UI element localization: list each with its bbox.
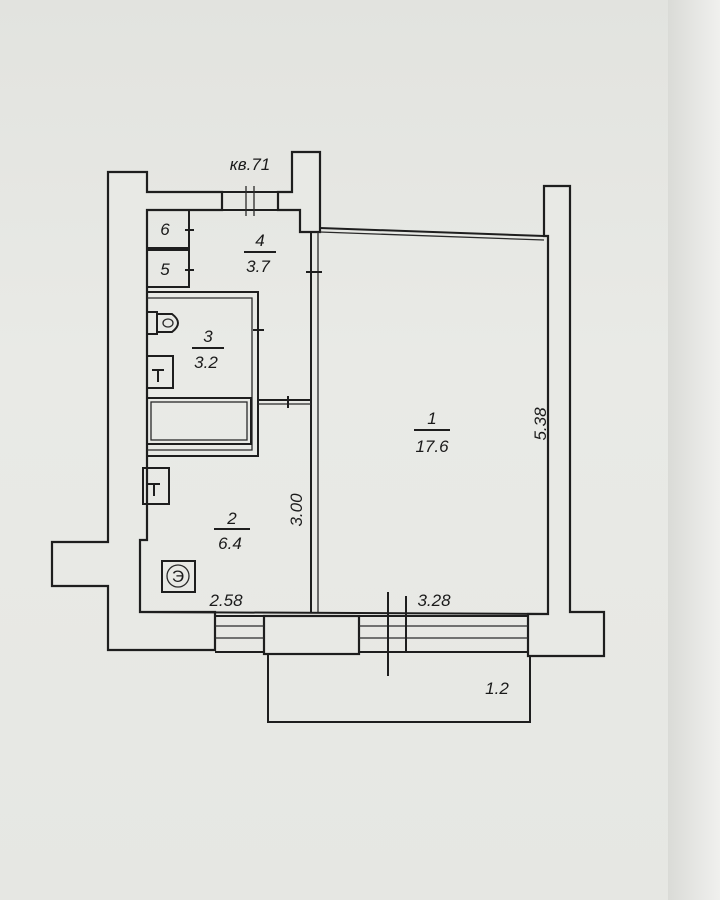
bathtub-icon — [146, 397, 252, 445]
walls — [50, 150, 606, 658]
room-5-number: 5 — [160, 260, 170, 279]
room-4-number: 4 — [255, 231, 264, 250]
balcony-outline — [267, 654, 531, 723]
dim-room1-width: 3.28 — [417, 591, 451, 610]
entry-jamb-wall — [276, 150, 322, 234]
room-1-number: 1 — [427, 409, 436, 428]
window-pier-wall — [262, 614, 361, 656]
room-3-area: 3.2 — [194, 353, 218, 372]
room-2-label: 2 6.4 — [214, 509, 250, 553]
stove-icon: Э — [161, 560, 196, 593]
room1-window — [359, 592, 528, 676]
room-4-label: 4 3.7 — [244, 231, 276, 276]
door-marks — [185, 220, 322, 408]
left-outer-wall — [50, 170, 224, 652]
bathtub-inner — [150, 401, 248, 441]
partitions — [139, 209, 549, 615]
room-4-area: 3.7 — [246, 257, 270, 276]
room-2-number: 2 — [226, 509, 237, 528]
right-outer-wall — [526, 184, 606, 658]
room-3-number: 3 — [203, 327, 213, 346]
dim-kitchen-width: 2.58 — [208, 591, 243, 610]
room-2-area: 6.4 — [218, 534, 242, 553]
kitchen-window — [215, 615, 264, 653]
page-edge — [668, 0, 720, 900]
room-1-label: 1 17.6 — [414, 409, 450, 456]
bathroom-outline — [147, 291, 259, 457]
room1-top-wall — [319, 227, 545, 237]
toilet-icon — [146, 311, 179, 335]
stove-label: Э — [172, 567, 184, 586]
dim-balcony-width: 1.2 — [485, 679, 509, 698]
south-inner-line — [139, 611, 549, 615]
bathroom-inner — [147, 297, 253, 451]
bath-sink-icon — [146, 355, 174, 389]
kitchen-sink-icon — [142, 467, 170, 505]
dim-partition-length: 3.00 — [287, 493, 306, 527]
dim-room1-depth: 5.38 — [531, 407, 550, 441]
entry-door — [222, 186, 278, 216]
room-3-label: 3 3.2 — [192, 327, 224, 372]
room-1-area: 17.6 — [415, 437, 449, 456]
apartment-label: кв.71 — [230, 155, 271, 174]
room-6-number: 6 — [160, 220, 170, 239]
room1-top-wall-inner — [319, 231, 545, 241]
